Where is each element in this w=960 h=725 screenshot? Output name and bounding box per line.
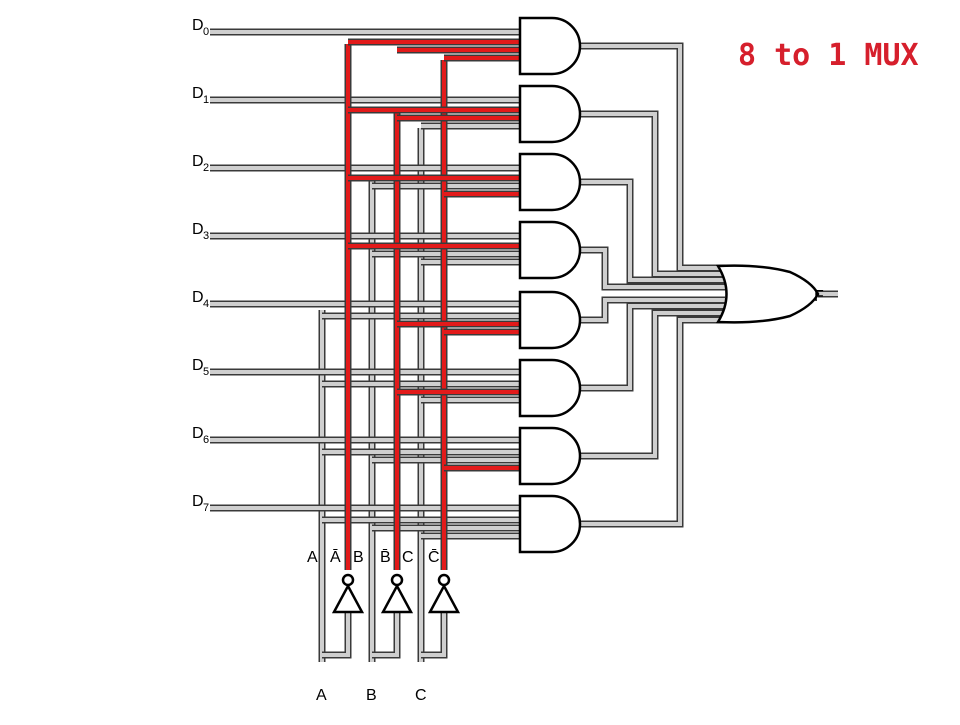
- select-input-label: C: [415, 687, 427, 704]
- and-output-wire: [580, 296, 725, 324]
- and-output-wire: [580, 316, 725, 528]
- data-input-index: 1: [203, 94, 209, 106]
- inverter-feed-wire: [322, 612, 352, 659]
- and-gate: [518, 220, 582, 280]
- inverter-feed-wire: [421, 612, 448, 659]
- and-output-wire: [580, 42, 725, 272]
- and-gate: [518, 84, 582, 144]
- not-gate-bubble: [437, 573, 451, 587]
- select-rail-label: A: [307, 549, 318, 566]
- data-input-label: D: [192, 17, 204, 34]
- select-rail-label: Ā: [330, 548, 341, 566]
- data-input-index: 4: [203, 298, 209, 310]
- select-rail-label: C̄: [428, 549, 440, 566]
- and-gate: [518, 358, 582, 418]
- and-gate: [518, 494, 582, 554]
- data-input-index: 7: [203, 502, 209, 514]
- and-output-wire: [580, 302, 725, 392]
- gray-wires: [210, 28, 838, 662]
- and-gate: [518, 16, 582, 76]
- not-gate: [380, 583, 414, 614]
- output-label: F: [814, 288, 824, 305]
- select-rail-label: B̄: [380, 549, 391, 566]
- not-gate-bubble: [390, 573, 404, 587]
- or-gate: [715, 264, 820, 324]
- red-wires: [344, 38, 520, 570]
- data-input-index: 2: [203, 162, 209, 174]
- not-gate: [427, 583, 461, 614]
- data-input-index: 6: [203, 434, 209, 446]
- data-input-label: D: [192, 289, 204, 306]
- and-output-wire: [580, 110, 725, 278]
- data-input-label: D: [192, 153, 204, 170]
- and-gate: [518, 426, 582, 486]
- data-input-index: 0: [203, 26, 209, 38]
- not-gate: [331, 583, 365, 614]
- and-output-wire: [580, 309, 725, 460]
- data-input-label: D: [192, 357, 204, 374]
- and-gate: [518, 290, 582, 350]
- select-rail-label: B: [353, 549, 364, 566]
- data-input-index: 3: [203, 230, 209, 242]
- and-output-wire: [580, 178, 725, 284]
- data-input-label: D: [192, 425, 204, 442]
- diagram-title: 8 to 1 MUX: [738, 38, 919, 73]
- and-gate: [518, 152, 582, 212]
- data-input-label: D: [192, 85, 204, 102]
- select-input-label: B: [366, 687, 377, 704]
- select-rail-label: C: [402, 549, 414, 566]
- data-input-label: D: [192, 493, 204, 510]
- data-input-label: D: [192, 221, 204, 238]
- data-input-index: 5: [203, 366, 209, 378]
- logic-gates: [331, 16, 820, 614]
- not-gate-bubble: [341, 573, 355, 587]
- inverter-feed-wire: [372, 612, 401, 659]
- select-input-label: A: [316, 687, 327, 704]
- and-output-wire: [580, 246, 725, 291]
